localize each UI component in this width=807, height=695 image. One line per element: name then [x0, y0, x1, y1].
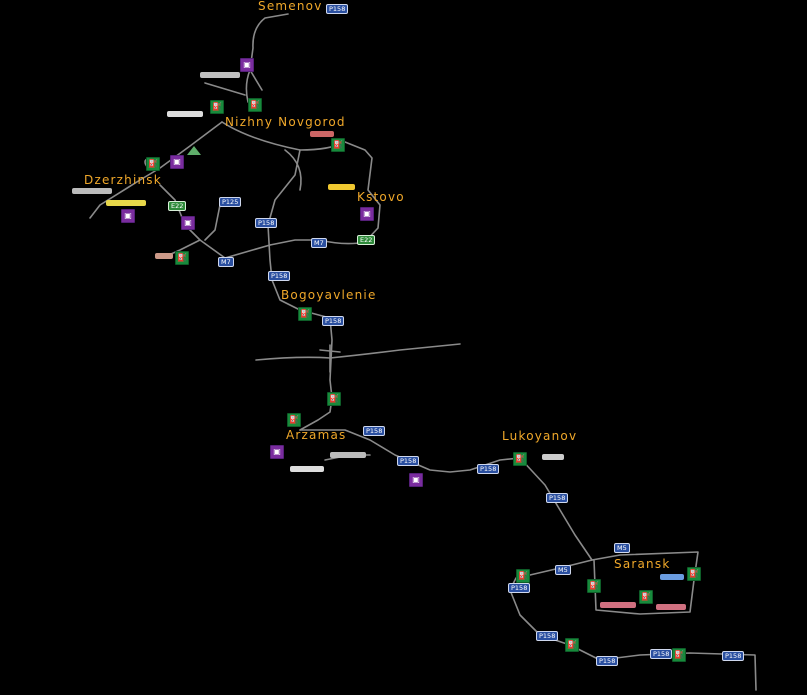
ferry-icon[interactable] — [187, 146, 201, 155]
truck-service-icon[interactable]: ▣ — [409, 473, 423, 487]
fuel-station-icon[interactable]: ⛽ — [248, 98, 262, 112]
fuel-station-icon[interactable]: ⛽ — [298, 307, 312, 321]
road-shield: P158 — [326, 4, 349, 14]
road-shield: P158 — [322, 316, 345, 326]
road-shield: M5 — [555, 565, 571, 575]
company-depot-icon[interactable] — [656, 604, 686, 610]
road-shield: P158 — [536, 631, 559, 641]
city-label-saransk[interactable]: Saransk — [614, 557, 671, 571]
company-depot-icon[interactable] — [600, 602, 636, 608]
fuel-station-icon[interactable]: ⛽ — [687, 567, 701, 581]
road-shield: P125 — [219, 197, 242, 207]
company-depot-icon[interactable] — [660, 574, 684, 580]
city-label-kstovo[interactable]: Kstovo — [357, 190, 405, 204]
fuel-station-icon[interactable]: ⛽ — [516, 569, 530, 583]
road-shield: P158 — [596, 656, 619, 666]
recruitment-icon[interactable]: ▣ — [181, 216, 195, 230]
company-depot-icon[interactable] — [330, 452, 366, 458]
city-label-lukoyanov[interactable]: Lukoyanov — [502, 429, 578, 443]
road-shield: P158 — [650, 649, 673, 659]
road-shield: P158 — [255, 218, 278, 228]
road-shield: M7 — [311, 238, 327, 248]
fuel-station-icon[interactable]: ⛽ — [331, 138, 345, 152]
recruitment-icon[interactable]: ▣ — [270, 445, 284, 459]
road-shield: P158 — [363, 426, 386, 436]
fuel-station-icon[interactable]: ⛽ — [513, 452, 527, 466]
company-depot-icon[interactable] — [328, 184, 355, 190]
road-nn-dzerzhinsk — [89, 121, 223, 219]
company-depot-icon[interactable] — [290, 466, 324, 472]
recruitment-icon[interactable]: ▣ — [240, 58, 254, 72]
company-depot-icon[interactable] — [310, 131, 334, 137]
road-shield: P158 — [268, 271, 291, 281]
city-label-nizhny-novgorod[interactable]: Nizhny Novgorod — [225, 115, 346, 129]
road-shield: P158 — [397, 456, 420, 466]
fuel-station-icon[interactable]: ⛽ — [146, 157, 160, 171]
truck-service-icon[interactable]: ▣ — [170, 155, 184, 169]
road-shield: E22 — [357, 235, 376, 245]
road-shield: P158 — [546, 493, 569, 503]
road-semenov — [245, 13, 289, 103]
road-shield: P158 — [508, 583, 531, 593]
road-shield: M5 — [614, 543, 630, 553]
fuel-station-icon[interactable]: ⛽ — [587, 579, 601, 593]
city-label-arzamas[interactable]: Arzamas — [286, 428, 347, 442]
city-label-bogoyavlenie[interactable]: Bogoyavlenie — [281, 288, 377, 302]
fuel-station-icon[interactable]: ⛽ — [672, 648, 686, 662]
truck-service-icon[interactable]: ▣ — [360, 207, 374, 221]
company-depot-icon[interactable] — [200, 72, 240, 78]
company-depot-icon[interactable] — [155, 253, 173, 259]
company-depot-icon[interactable] — [542, 454, 564, 460]
road-shield: E22 — [168, 201, 187, 211]
city-label-dzerzhinsk[interactable]: Dzerzhinsk — [84, 173, 162, 187]
fuel-station-icon[interactable]: ⛽ — [175, 251, 189, 265]
fuel-station-icon[interactable]: ⛽ — [287, 413, 301, 427]
company-depot-icon[interactable] — [72, 188, 112, 194]
fuel-station-icon[interactable]: ⛽ — [639, 590, 653, 604]
city-label-semenov[interactable]: Semenov — [258, 0, 323, 13]
road-shield: M7 — [218, 257, 234, 267]
fuel-station-icon[interactable]: ⛽ — [565, 638, 579, 652]
truck-service-icon[interactable]: ▣ — [121, 209, 135, 223]
company-depot-icon[interactable] — [167, 111, 203, 117]
company-depot-icon[interactable] — [106, 200, 146, 206]
fuel-station-icon[interactable]: ⛽ — [327, 392, 341, 406]
road-shield: P158 — [477, 464, 500, 474]
fuel-station-icon[interactable]: ⛽ — [210, 100, 224, 114]
road-shield: P158 — [722, 651, 745, 661]
